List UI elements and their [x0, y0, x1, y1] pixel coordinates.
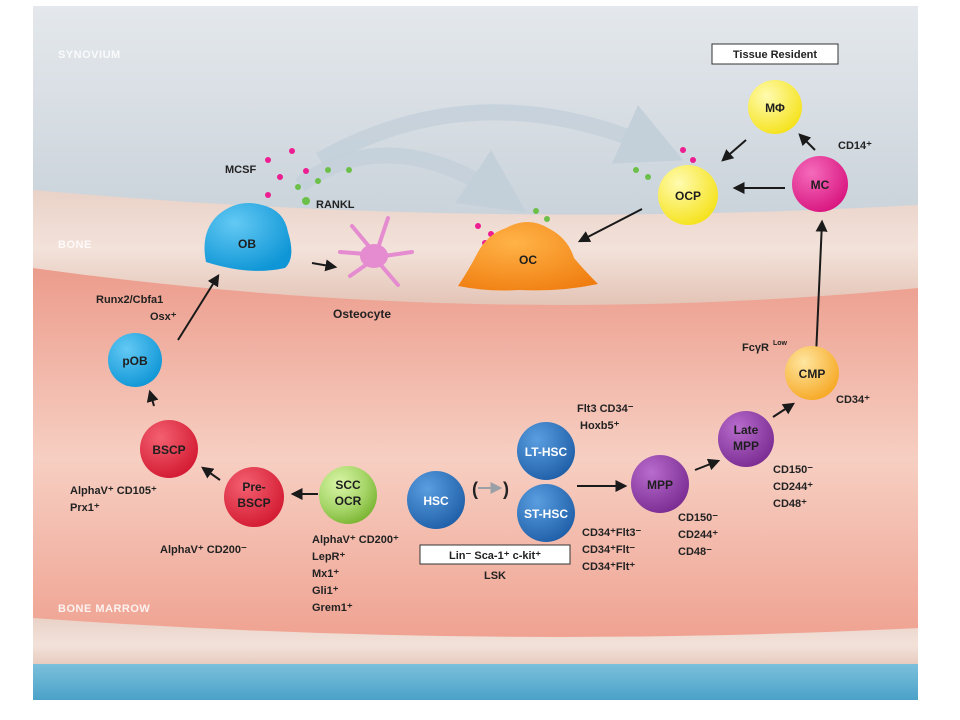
region-label-bone-marrow: BONE MARROW	[58, 603, 150, 615]
cmp-cd34-label: CD34⁺	[836, 394, 870, 406]
mcsf-label: MCSF	[225, 164, 256, 176]
mc-cell	[792, 156, 848, 212]
tissue-resident-label: Tissue Resident	[733, 49, 817, 61]
scc-label: SCC	[335, 478, 361, 492]
pob-label: pOB	[122, 354, 148, 368]
bscp-label: BSCP	[152, 443, 185, 457]
runx2-label: Runx2/Cbfa1	[96, 294, 163, 306]
cytokine-dots	[265, 147, 696, 246]
rankl-label: RANKL	[316, 199, 355, 211]
ob-label: OB	[238, 237, 256, 251]
flt3-cd34-label: Flt3 CD34⁻	[577, 403, 634, 415]
region-label-bone: BONE	[58, 239, 92, 251]
macrophage-label: MΦ	[765, 101, 785, 115]
alphav-cd105-label: AlphaV⁺ CD105⁺	[70, 485, 157, 497]
lsk-box	[419, 544, 571, 565]
prx1-label: Prx1⁺	[70, 502, 100, 514]
mpp-marker-2: CD244⁺	[678, 529, 718, 541]
grem1-label: Grem1⁺	[312, 602, 353, 614]
late-mpp-marker-2: CD244⁺	[773, 481, 813, 493]
late-mpp-cell	[718, 411, 774, 467]
gli1-label: Gli1⁺	[312, 585, 339, 597]
pre-bscp-label-line1: Pre-	[242, 480, 265, 494]
bone-lower-band	[33, 618, 918, 672]
lt-hsc-cell	[517, 422, 575, 480]
mpp-cell	[631, 455, 689, 513]
pre-bscp-label-line2: BSCP	[237, 496, 270, 510]
tissue-resident-box	[711, 43, 839, 65]
late-mpp-marker-3: CD48⁺	[773, 498, 807, 510]
st-marker-2: CD34⁺Flt⁻	[582, 544, 635, 556]
mpp-marker-1: CD150⁻	[678, 512, 718, 524]
scc-ocr-cell	[319, 466, 377, 524]
mx1-label: Mx1⁺	[312, 568, 339, 580]
paren-close: )	[503, 479, 509, 499]
ocp-label: OCP	[675, 189, 701, 203]
st-hsc-cell	[517, 484, 575, 542]
mpp-marker-3: CD48⁻	[678, 546, 712, 558]
alphav-cd200pos-label: AlphaV⁺ CD200⁺	[312, 534, 399, 546]
oc-cell	[458, 222, 598, 291]
osteocyte-label: Osteocyte	[333, 307, 391, 321]
cmp-label: CMP	[799, 367, 826, 381]
lsk-box-label: Lin⁻ Sca-1⁺ c-kit⁺	[449, 550, 541, 562]
late-mpp-label-line1: Late	[734, 423, 759, 437]
mc-label: MC	[811, 178, 830, 192]
water-region	[33, 664, 918, 700]
ocr-label: OCR	[335, 494, 362, 508]
oc-label: OC	[519, 253, 537, 267]
st-hsc-label: ST-HSC	[524, 507, 568, 521]
ob-cell	[204, 202, 292, 271]
hoxb5-label: Hoxb5⁺	[580, 420, 620, 432]
alphav-cd200neg-label: AlphaV⁺ CD200⁻	[160, 544, 247, 556]
osx-label: Osx⁺	[150, 311, 177, 323]
cmp-cell	[785, 346, 839, 400]
cd14-label: CD14⁺	[838, 140, 872, 152]
fcgr-label: FcγR	[742, 342, 769, 354]
curved-arrow-to-oc	[295, 147, 527, 213]
macrophage-cell	[748, 80, 802, 134]
paren-open: (	[472, 479, 478, 499]
late-mpp-label-line2: MPP	[733, 439, 759, 453]
lepr-label: LepR⁺	[312, 551, 346, 563]
st-marker-3: CD34⁺Flt⁺	[582, 561, 635, 573]
hsc-cell	[407, 471, 465, 529]
bscp-cell	[140, 420, 198, 478]
pob-cell	[108, 333, 162, 387]
pre-bscp-cell	[224, 467, 284, 527]
fcgr-sup-label: Low	[773, 340, 788, 347]
late-mpp-marker-1: CD150⁻	[773, 464, 813, 476]
curved-arrow-to-ocp	[316, 104, 684, 167]
mpp-label: MPP	[647, 478, 673, 492]
lt-hsc-label: LT-HSC	[525, 445, 568, 459]
hsc-label: HSC	[423, 494, 449, 508]
bone-marrow-region	[33, 268, 918, 650]
region-label-synovium: SYNOVIUM	[58, 49, 121, 61]
lineage-arrows	[146, 133, 828, 500]
st-marker-1: CD34⁺Flt3⁻	[582, 527, 641, 539]
osteocyte-cell	[338, 216, 414, 287]
lsk-label: LSK	[484, 570, 506, 582]
ocp-cell	[658, 165, 718, 225]
